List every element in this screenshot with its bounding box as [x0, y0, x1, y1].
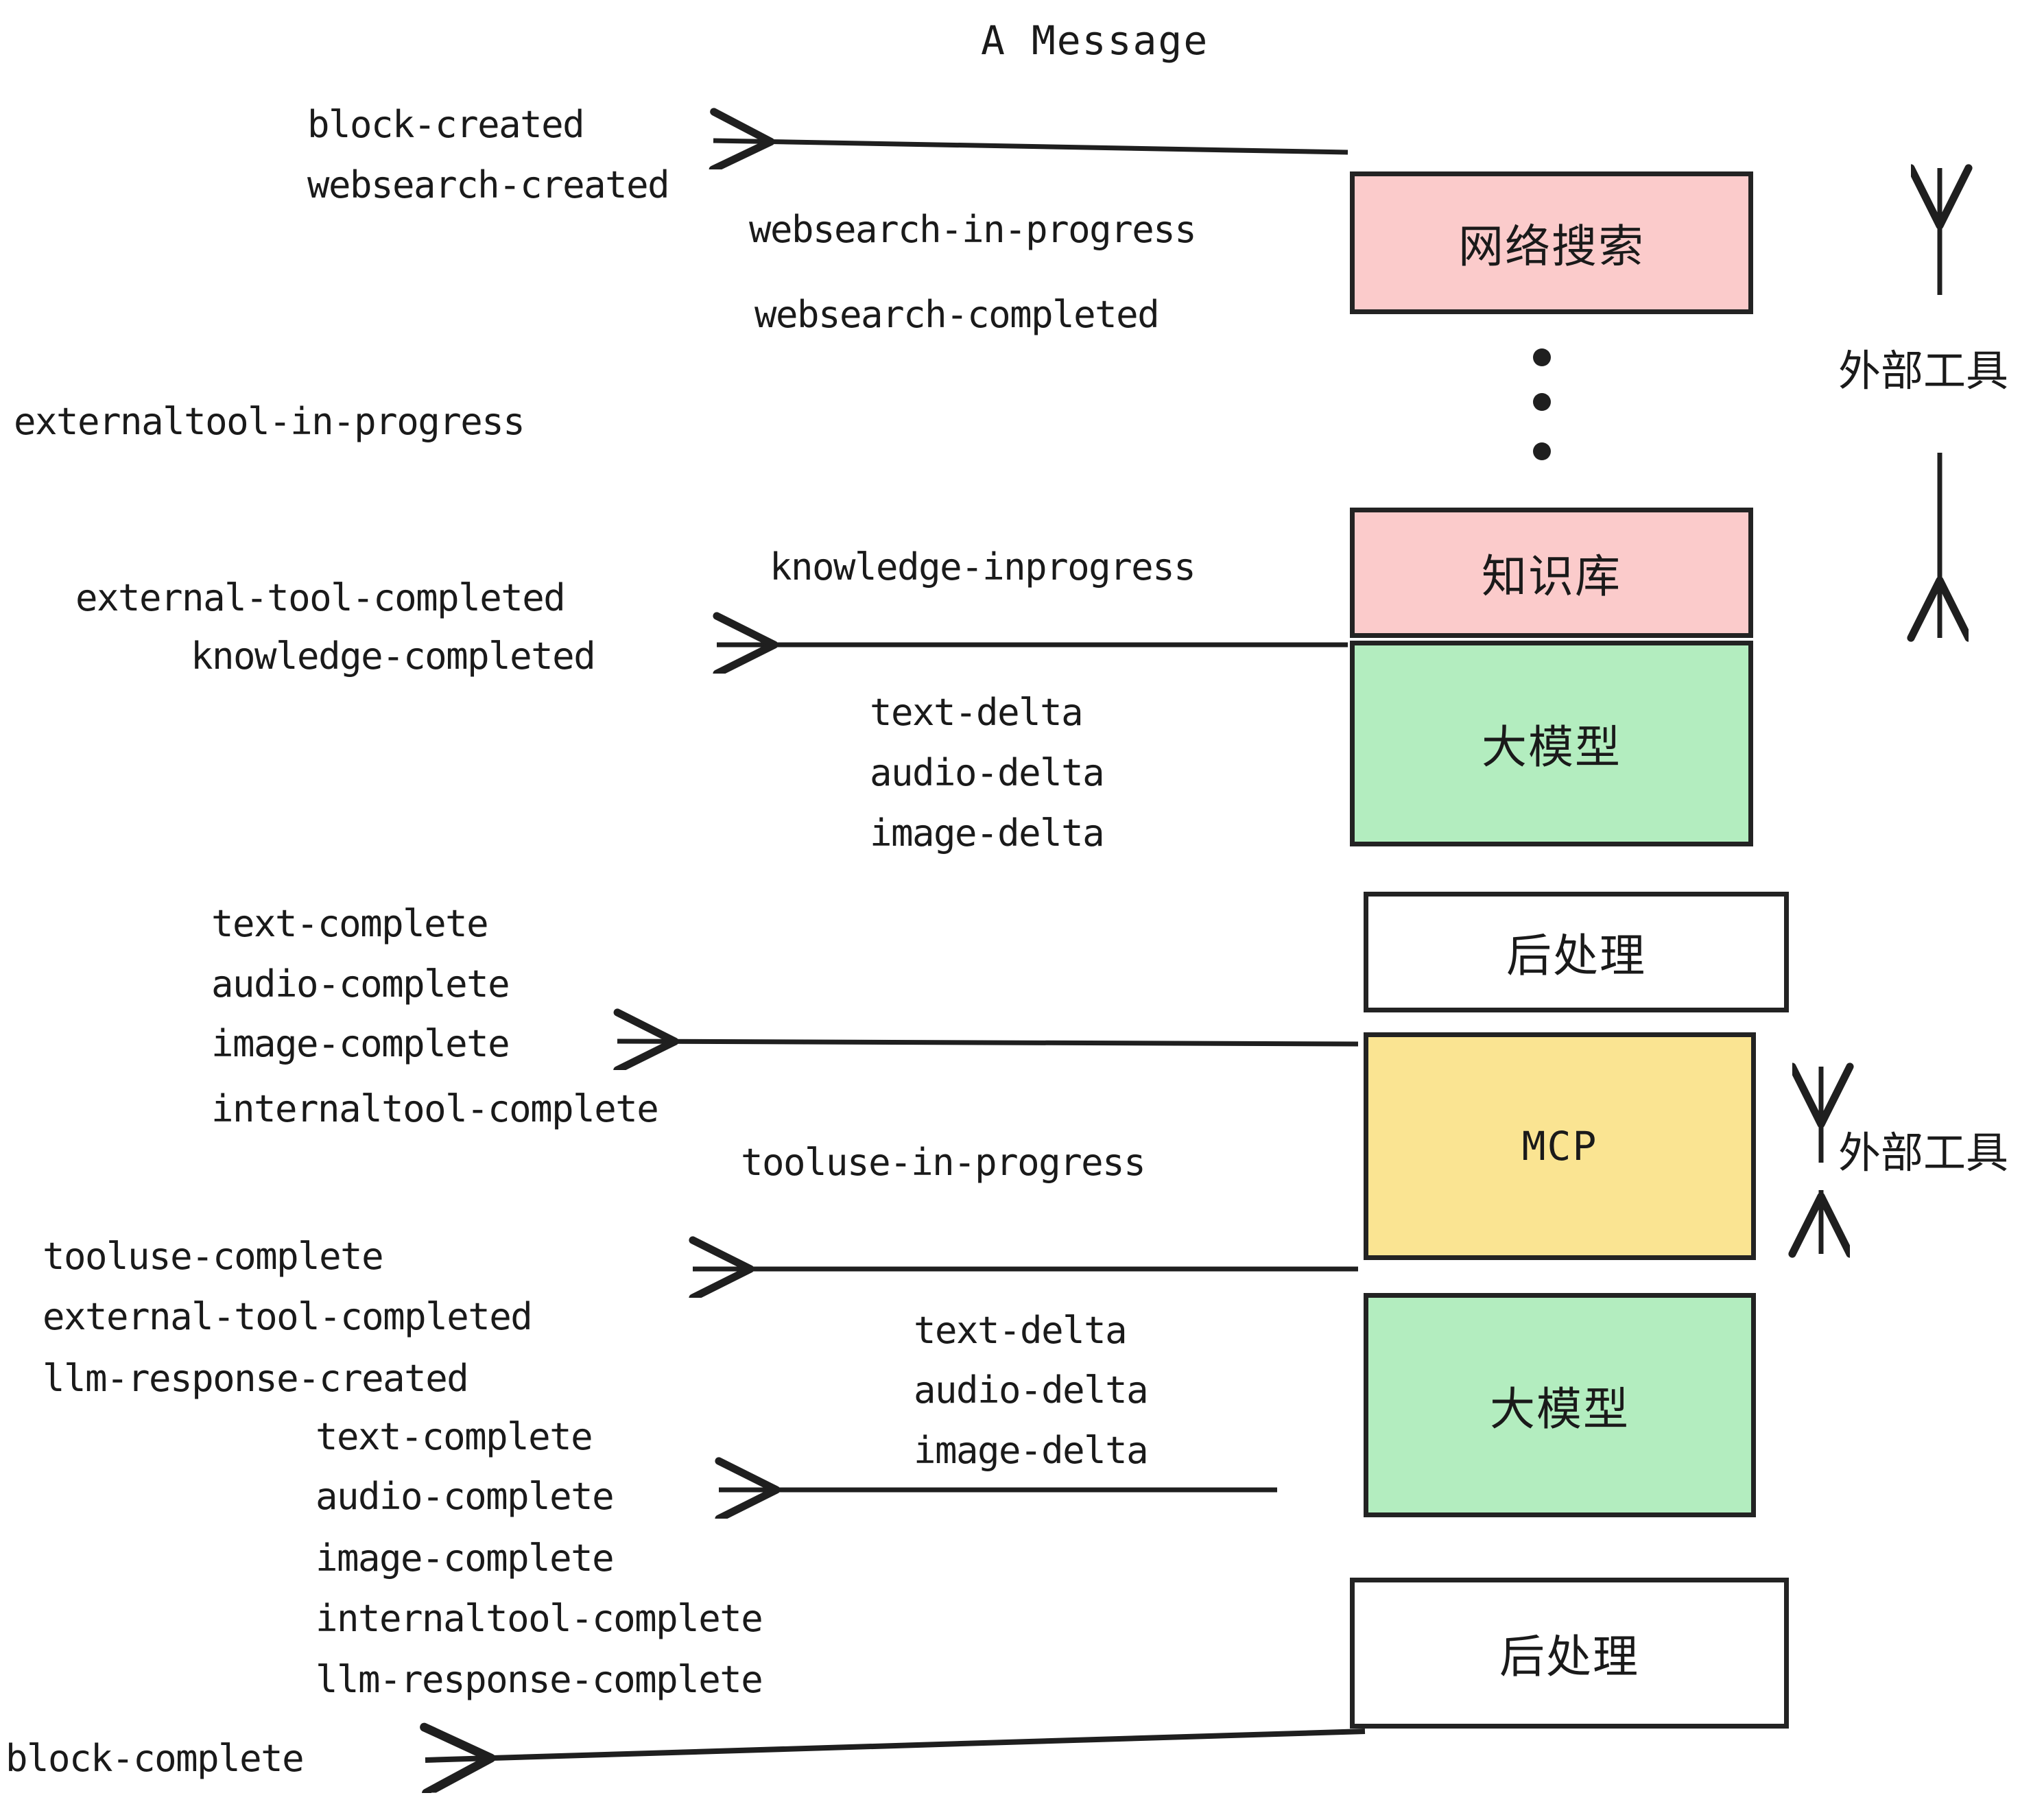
- event-websearch-in-progress: websearch-in-progress: [749, 208, 1197, 251]
- event-audio-complete-1: audio-complete: [211, 962, 510, 1006]
- arrow-websearch-to-block-created: [713, 141, 1348, 152]
- event-block-created: block-created: [307, 103, 585, 146]
- event-websearch-completed: websearch-completed: [754, 293, 1160, 336]
- event-audio-delta-1: audio-delta: [870, 751, 1105, 794]
- diagram-title: A Message: [981, 17, 1209, 64]
- event-tooluse-complete: tooluse-complete: [43, 1235, 384, 1278]
- event-tooluse-in-progress: tooluse-in-progress: [741, 1141, 1146, 1184]
- box-mcp-label: MCP: [1521, 1123, 1598, 1170]
- event-text-delta-2: text-delta: [914, 1309, 1128, 1352]
- box-websearch: 网络搜索: [1350, 171, 1753, 314]
- event-image-complete-2: image-complete: [316, 1536, 615, 1580]
- ellipsis-dot: [1533, 442, 1551, 460]
- ellipsis-dot: [1533, 393, 1551, 411]
- event-external-tool-completed-1: external-tool-completed: [75, 576, 566, 619]
- external-tools-label-top: 外部工具: [1838, 346, 2009, 396]
- box-llm-2: 大模型: [1364, 1293, 1756, 1517]
- event-llm-response-created: llm-response-created: [43, 1357, 469, 1400]
- box-mcp: MCP: [1364, 1032, 1756, 1260]
- box-knowledge: 知识库: [1350, 508, 1753, 638]
- arrow-to-image-complete-1: [617, 1041, 1359, 1044]
- event-audio-delta-2: audio-delta: [914, 1368, 1149, 1412]
- event-internaltool-complete-2: internaltool-complete: [316, 1597, 763, 1640]
- event-text-complete-1: text-complete: [211, 902, 489, 945]
- event-text-complete-2: text-complete: [316, 1415, 593, 1458]
- event-block-complete: block-complete: [5, 1737, 305, 1780]
- event-image-delta-2: image-delta: [914, 1429, 1149, 1472]
- box-postprocess-1-label: 后处理: [1506, 929, 1646, 982]
- box-llm-2-label: 大模型: [1490, 1382, 1630, 1436]
- external-tools-label-bottom: 外部工具: [1838, 1128, 2009, 1178]
- box-knowledge-label: 知识库: [1482, 550, 1621, 603]
- event-text-delta-1: text-delta: [870, 691, 1084, 734]
- event-externaltool-in-progress: externaltool-in-progress: [14, 400, 525, 443]
- event-knowledge-completed: knowledge-completed: [191, 634, 596, 678]
- arrow-postprocess2-to-block-complete: [425, 1731, 1366, 1760]
- box-websearch-label: 网络搜索: [1458, 220, 1645, 273]
- box-postprocess-2: 后处理: [1350, 1578, 1789, 1729]
- event-audio-complete-2: audio-complete: [316, 1475, 615, 1518]
- event-internaltool-complete-1: internaltool-complete: [211, 1087, 659, 1130]
- event-websearch-created: websearch-created: [307, 163, 670, 206]
- box-llm-1: 大模型: [1350, 641, 1753, 846]
- ellipsis-dot: [1533, 348, 1551, 366]
- event-external-tool-completed-2: external-tool-completed: [43, 1295, 533, 1338]
- box-postprocess-1: 后处理: [1364, 892, 1789, 1012]
- event-llm-response-complete: llm-response-complete: [316, 1658, 763, 1701]
- event-image-delta-1: image-delta: [870, 811, 1105, 855]
- box-postprocess-2-label: 后处理: [1499, 1630, 1639, 1683]
- event-knowledge-inprogress: knowledge-inprogress: [770, 545, 1196, 589]
- box-llm-1-label: 大模型: [1482, 721, 1621, 774]
- event-image-complete-1: image-complete: [211, 1022, 510, 1065]
